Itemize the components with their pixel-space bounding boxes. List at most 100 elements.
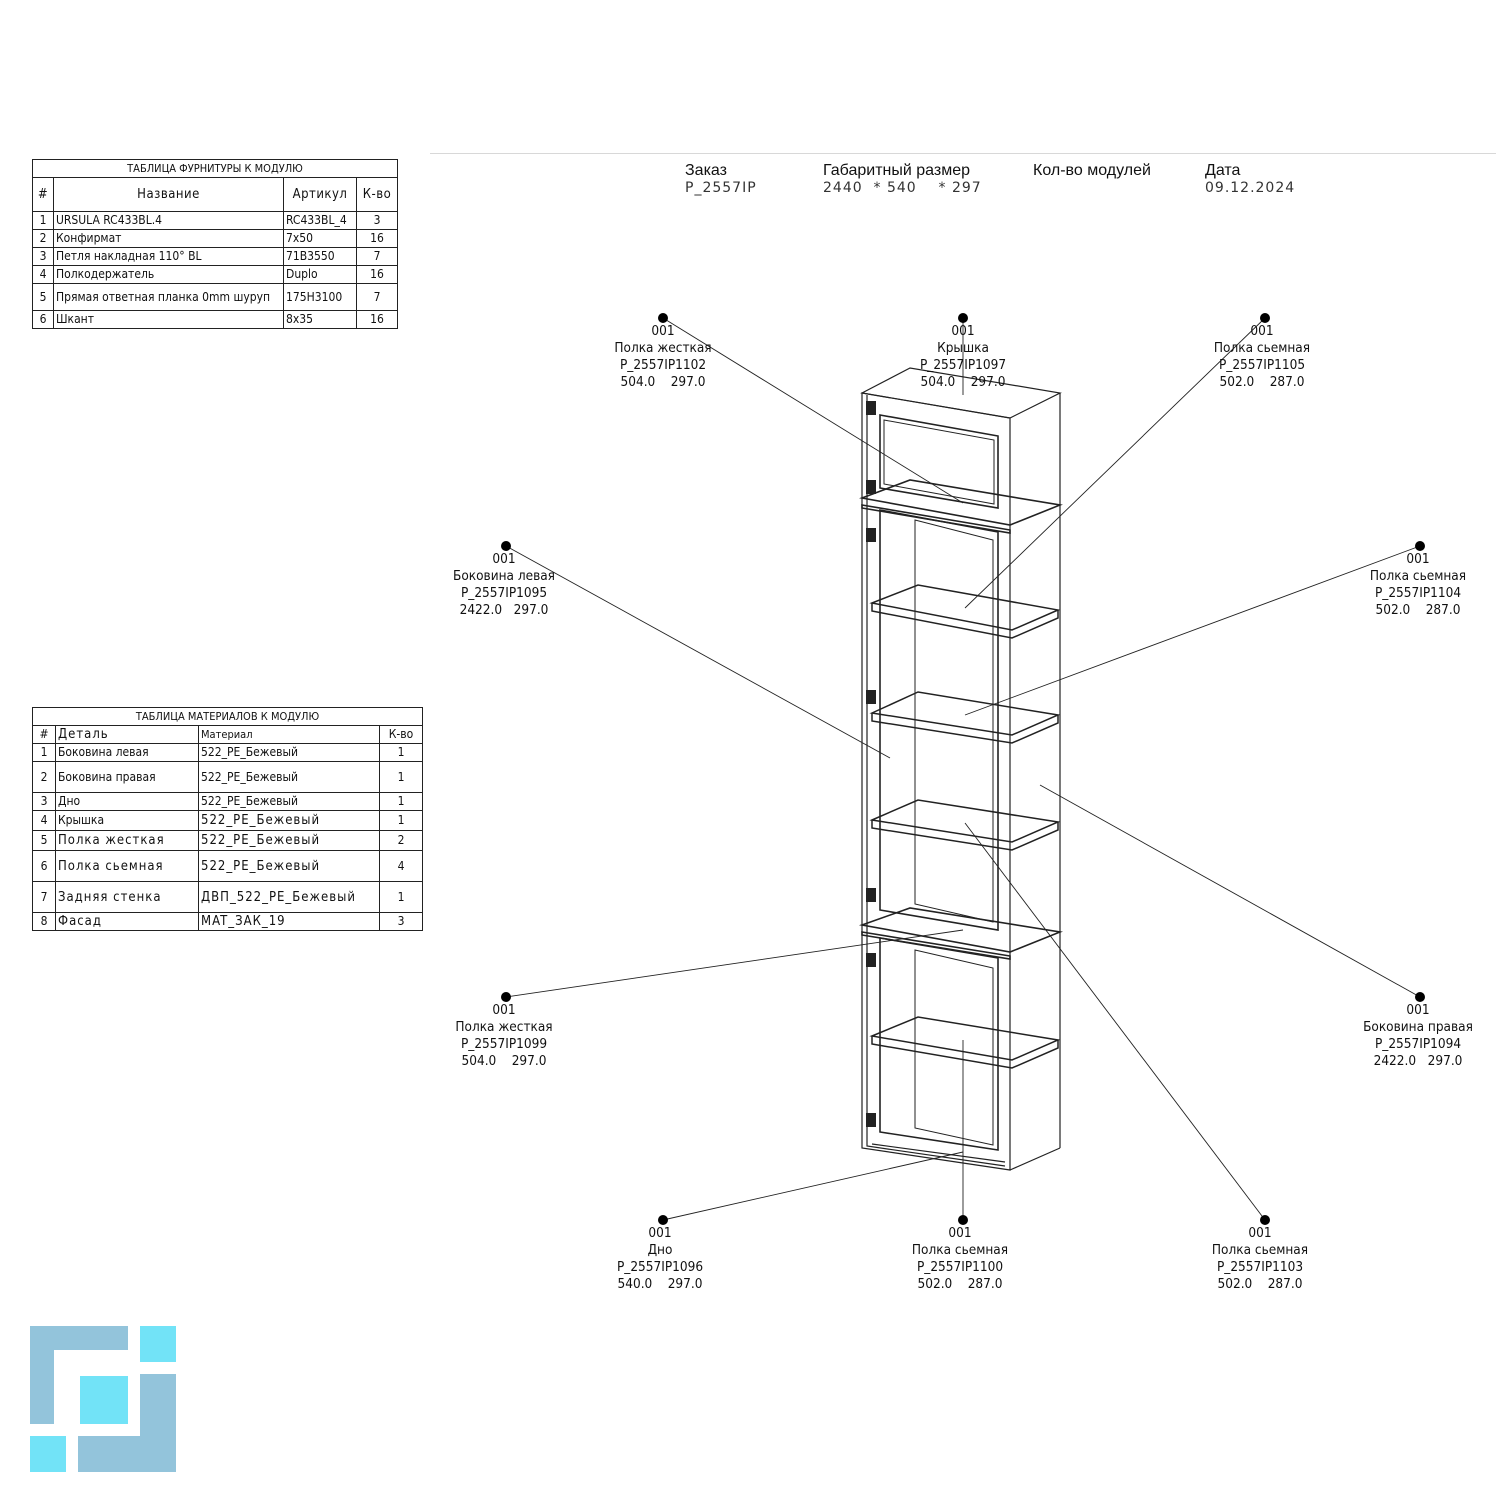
hardware-qty: 16 <box>356 310 398 329</box>
table-row: 3 Петля накладная 110° BL 71B3550 7 <box>32 247 398 266</box>
callout-name: Крышка <box>937 340 989 356</box>
callout-label: 001 Полка жесткая P_2557IP1099 504.0 297… <box>434 1002 574 1070</box>
table-row: 2 Конфирмат 7x50 16 <box>32 229 398 248</box>
table-row: 6 Полка сьемная 522_PE_Бежевый 4 <box>32 850 423 882</box>
part-material: 522_PE_Бежевый <box>198 743 380 762</box>
date-value: 09.12.2024 <box>1205 180 1296 196</box>
cabinet-carcass <box>860 367 1062 1171</box>
callout-label: 001 Боковина правая P_2557IP1094 2422.0 … <box>1348 1002 1488 1070</box>
table-row: 1 Боковина левая 522_PE_Бежевый 1 <box>32 743 423 762</box>
callout-dims: 502.0 287.0 <box>1219 374 1305 390</box>
callout-name: Полка сьемная <box>1211 1242 1309 1258</box>
date-label: Дата <box>1205 162 1241 179</box>
part-name: Дно <box>55 792 199 811</box>
callout-name: Полка жесткая <box>455 1019 553 1035</box>
part-name: Задняя стенка <box>55 881 199 913</box>
table-row: 8 Фасад MAT_ЗАК_19 3 <box>32 912 423 931</box>
callout-code: P_2557IP1104 <box>1374 585 1462 601</box>
callout-name: Боковина правая <box>1363 1019 1473 1035</box>
hardware-qty: 16 <box>356 265 398 284</box>
hardware-name: Шкант <box>53 310 284 329</box>
modules-block: Кол-во модулей <box>1033 162 1151 180</box>
callout-id: 001 <box>648 1225 672 1241</box>
callout-label: 001 Дно P_2557IP1096 540.0 297.0 <box>590 1225 730 1293</box>
callout-name: Полка сьемная <box>1213 340 1311 356</box>
callout-id: 001 <box>1406 551 1430 567</box>
callout-dims: 540.0 297.0 <box>617 1276 703 1292</box>
fixed-shelves <box>858 479 1063 960</box>
row-number: 6 <box>32 850 56 882</box>
frame-top-line <box>430 153 1496 154</box>
callout-dims: 2422.0 297.0 <box>1373 1053 1463 1069</box>
callout-id: 001 <box>951 323 975 339</box>
materials-table: ТАБЛИЦА МАТЕРИАЛОВ К МОДУЛЮ # Деталь Мат… <box>32 707 423 931</box>
callout-name: Полка жесткая <box>614 340 712 356</box>
hinge-icons <box>866 401 876 1127</box>
callout-label: 001 Полка сьемная P_2557IP1103 502.0 287… <box>1190 1225 1330 1293</box>
part-material: 522_PE_Бежевый <box>198 761 380 793</box>
order-value: P_2557IP <box>685 180 757 196</box>
order-label: Заказ <box>685 162 727 179</box>
callout-code: P_2557IP1102 <box>619 357 707 373</box>
callout-id: 001 <box>492 551 516 567</box>
callout-name: Полка сьемная <box>1369 568 1467 584</box>
callout-label: 001 Полка сьемная P_2557IP1105 502.0 287… <box>1192 323 1332 391</box>
part-material: ДВП_522_PE_Бежевый <box>198 881 380 913</box>
part-name: Боковина правая <box>55 761 199 793</box>
part-qty: 1 <box>379 881 423 913</box>
part-material: 522_PE_Бежевый <box>198 850 380 882</box>
callout-label: 001 Боковина левая P_2557IP1095 2422.0 2… <box>434 551 574 619</box>
callout-code: P_2557IP1094 <box>1374 1036 1462 1052</box>
callout-dims: 504.0 297.0 <box>620 374 706 390</box>
callout-dims: 504.0 297.0 <box>461 1053 547 1069</box>
materials-table-title: ТАБЛИЦА МАТЕРИАЛОВ К МОДУЛЮ <box>32 707 423 726</box>
callout-dims: 502.0 287.0 <box>1375 602 1461 618</box>
callout-code: P_2557IP1105 <box>1218 357 1306 373</box>
callout-name: Полка сьемная <box>911 1242 1009 1258</box>
part-name: Фасад <box>55 912 199 931</box>
callout-code: P_2557IP1103 <box>1216 1259 1304 1275</box>
callout-dims: 504.0 297.0 <box>920 374 1006 390</box>
callout-dims: 502.0 287.0 <box>917 1276 1003 1292</box>
hardware-article: 8x35 <box>283 310 357 329</box>
table-row: 3 Дно 522_PE_Бежевый 1 <box>32 792 423 811</box>
callout-name: Боковина левая <box>453 568 555 584</box>
table-row: 6 Шкант 8x35 16 <box>32 310 398 329</box>
callout-id: 001 <box>492 1002 516 1018</box>
hardware-name: Прямая ответная планка 0mm шуруп <box>53 283 284 311</box>
callout-id: 001 <box>948 1225 972 1241</box>
hardware-article: 7x50 <box>283 229 357 248</box>
table-row: 4 Полкодержатель Duplo 16 <box>32 265 398 284</box>
size-label: Габаритный размер <box>823 162 970 179</box>
callout-label: 001 Полка сьемная P_2557IP1104 502.0 287… <box>1348 551 1488 619</box>
removable-shelves <box>869 584 1061 1069</box>
callout-dims: 502.0 287.0 <box>1217 1276 1303 1292</box>
hardware-article: RC433BL_4 <box>283 211 357 230</box>
part-material: MAT_ЗАК_19 <box>198 912 380 931</box>
callout-id: 001 <box>1406 1002 1430 1018</box>
size-block: Габаритный размер 2440 * 540 * 297 <box>823 162 982 196</box>
part-name: Полка сьемная <box>55 850 199 882</box>
callout-dims: 2422.0 297.0 <box>459 602 549 618</box>
table-row: 4 Крышка 522_PE_Бежевый 1 <box>32 810 423 831</box>
callout-label: 001 Полка жесткая P_2557IP1102 504.0 297… <box>593 323 733 391</box>
callout-code: P_2557IP1100 <box>916 1259 1004 1275</box>
callout-code: P_2557IP1095 <box>460 585 548 601</box>
company-logo <box>30 1326 176 1472</box>
part-qty: 4 <box>379 850 423 882</box>
callout-id: 001 <box>651 323 675 339</box>
col-header: Деталь <box>55 725 199 744</box>
callout-code: P_2557IP1096 <box>616 1259 704 1275</box>
part-material: 522_PE_Бежевый <box>198 830 380 851</box>
callout-dots <box>501 313 1425 1225</box>
callout-id: 001 <box>1250 323 1274 339</box>
hardware-qty: 7 <box>356 283 398 311</box>
order-block: Заказ P_2557IP <box>685 162 757 196</box>
callout-code: P_2557IP1097 <box>919 357 1007 373</box>
leader-lines <box>505 317 1421 1221</box>
callout-name: Дно <box>647 1242 673 1258</box>
col-header: Название <box>53 177 284 212</box>
hardware-table: ТАБЛИЦА ФУРНИТУРЫ К МОДУЛЮ # Название Ар… <box>32 159 398 329</box>
date-block: Дата 09.12.2024 <box>1205 162 1295 196</box>
